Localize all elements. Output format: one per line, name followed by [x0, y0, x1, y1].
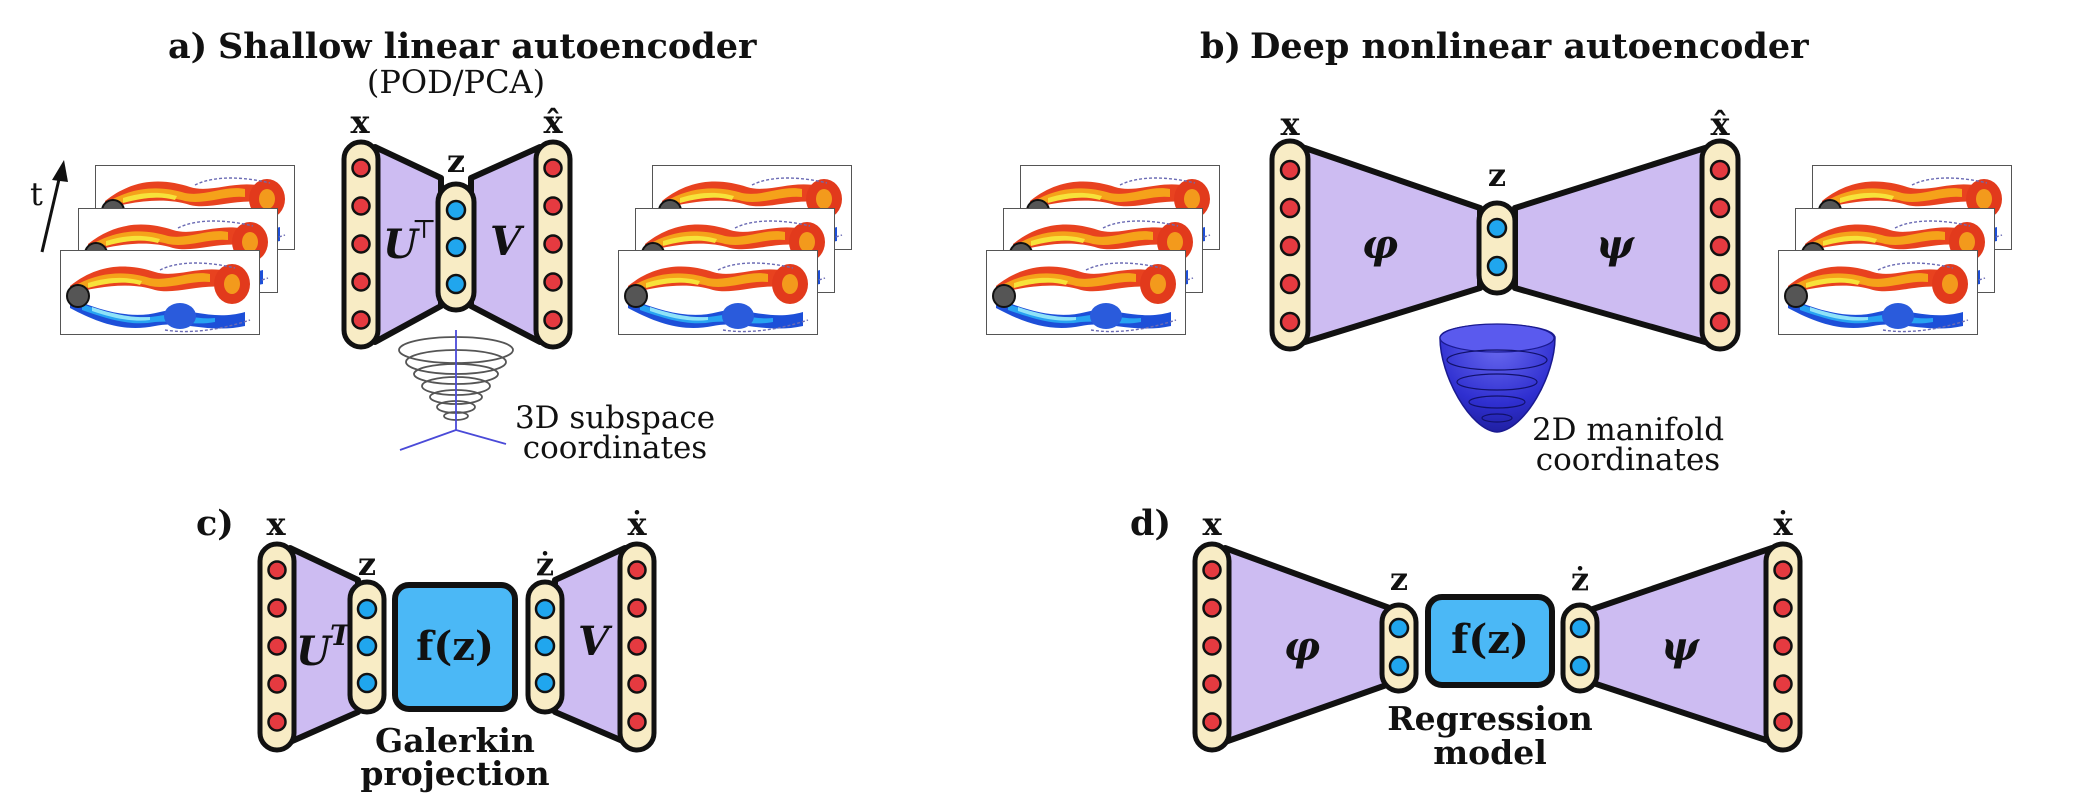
panel-c-caption-2: projection: [360, 754, 549, 793]
time-arrow: t: [30, 160, 68, 253]
label-z: z: [358, 545, 376, 583]
panel-b-caption-1: 2D manifold: [1532, 412, 1724, 448]
panel-a-input-snapshots: [60, 165, 295, 335]
panel-a: a) Shallow linear autoencoder (POD/PCA) …: [30, 26, 852, 466]
label-xhat: x̂: [543, 103, 563, 141]
label-x: x: [266, 505, 286, 543]
panel-b-output-snapshots: [1778, 165, 2012, 335]
function-label: f(z): [416, 623, 494, 670]
label-encoder-sup: ⊤: [412, 215, 436, 245]
label-decoder: V: [490, 218, 525, 265]
label-encoder-sup: T: [330, 619, 353, 652]
label-encoder: φ: [1284, 623, 1320, 670]
label-xdot: ẋ: [1773, 505, 1793, 543]
panel-a-title: Shallow linear autoencoder: [218, 26, 757, 67]
panel-b-title: Deep nonlinear autoencoder: [1250, 26, 1809, 67]
label-x: x: [350, 103, 370, 141]
label-z: z: [1488, 156, 1506, 194]
label-decoder: V: [578, 618, 613, 665]
function-box-fz: [392, 582, 518, 712]
panel-d-caption-2: model: [1433, 733, 1547, 772]
time-label: t: [30, 175, 43, 213]
label-z: z: [1390, 560, 1408, 598]
panel-b-input-snapshots: [986, 165, 1220, 335]
label-xhat: x̂: [1710, 105, 1730, 143]
function-box-fz: [1425, 594, 1555, 688]
panel-c: c) f(z) x z ż ẋ U T V Galerkin projectio…: [196, 503, 657, 793]
label-z: z: [447, 142, 465, 180]
function-label: f(z): [1451, 616, 1529, 663]
label-encoder: U: [296, 628, 333, 675]
panel-b-caption-2: coordinates: [1536, 442, 1720, 478]
panel-d-caption-1: Regression: [1387, 699, 1593, 738]
panel-b-letter: b): [1200, 26, 1241, 67]
panel-a-subtitle: (POD/PCA): [367, 63, 545, 101]
label-x: x: [1202, 505, 1222, 543]
panel-c-caption-1: Galerkin: [375, 721, 535, 760]
label-encoder: φ: [1362, 221, 1398, 268]
subspace-spiral-icon: [398, 330, 514, 451]
label-encoder: U: [383, 221, 420, 268]
panel-a-caption-1: 3D subspace: [515, 400, 715, 436]
label-zdot: ż: [536, 545, 554, 583]
label-x: x: [1280, 105, 1300, 143]
label-decoder: ψ: [1596, 221, 1635, 268]
panel-b: b) Deep nonlinear autoencoder x z x̂ φ ψ: [986, 26, 2012, 478]
panel-d: d) f(z) x z ż ẋ φ ψ Regression model: [1130, 503, 1803, 772]
panel-a-output-snapshots: [618, 165, 852, 335]
label-decoder: ψ: [1661, 623, 1700, 670]
panel-a-letter: a): [168, 26, 207, 67]
panel-c-letter: c): [196, 503, 234, 544]
panel-d-letter: d): [1130, 503, 1171, 544]
panel-a-caption-2: coordinates: [523, 430, 707, 466]
latent-layer-z: [1476, 200, 1518, 296]
label-xdot: ẋ: [627, 505, 647, 543]
manifold-bowl-icon: [1439, 323, 1556, 433]
label-zdot: ż: [1571, 560, 1589, 598]
